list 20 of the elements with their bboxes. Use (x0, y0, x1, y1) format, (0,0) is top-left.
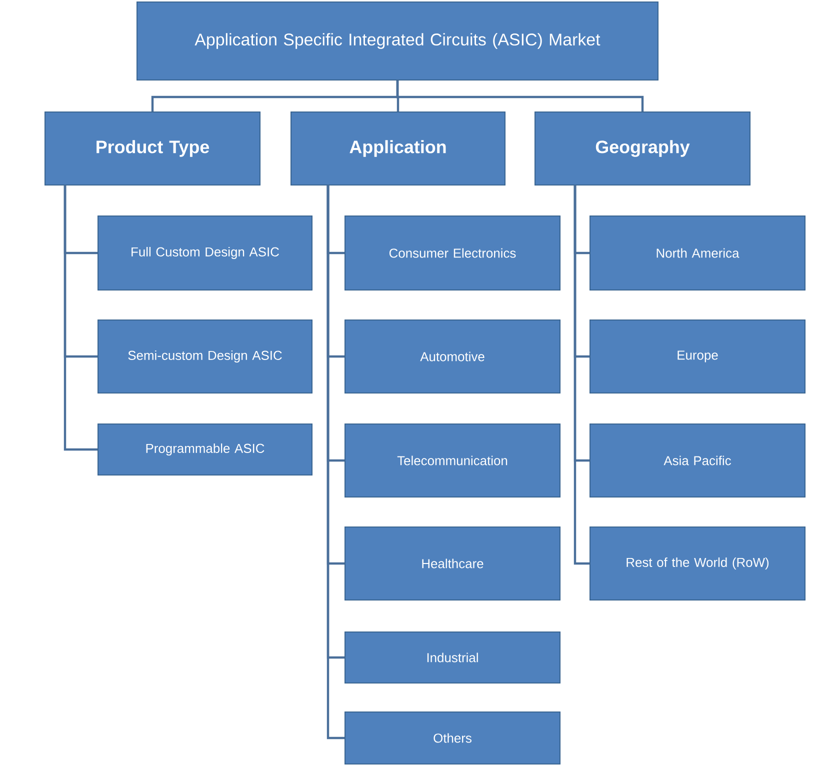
segment-box: Industrial (344, 632, 560, 684)
segment-box: Automotive (344, 320, 560, 394)
category-box: Product Type (44, 112, 260, 186)
segment-box: Europe (590, 320, 806, 394)
segment-box: Semi-custom Design ASIC (98, 320, 312, 394)
segment-box: Full Custom Design ASIC (98, 216, 312, 290)
connector (64, 185, 98, 451)
segment-box: Telecommunication (344, 424, 560, 498)
segment-box: Consumer Electronics (344, 216, 560, 290)
segment-box: Asia Pacific (590, 424, 806, 498)
connector (396, 80, 644, 112)
category-box: Application (290, 112, 506, 186)
segment-box: Others (344, 712, 560, 764)
connector (574, 185, 590, 565)
segment-box: Programmable ASIC (98, 424, 312, 476)
segment-box: North America (590, 216, 806, 290)
segment-box: Healthcare (344, 526, 560, 600)
title-box: Application Specific Integrated Circuits (ASIC) Market (136, 2, 658, 80)
segment-box: Rest of the World (RoW) (590, 526, 806, 600)
category-box: Geography (534, 112, 750, 186)
